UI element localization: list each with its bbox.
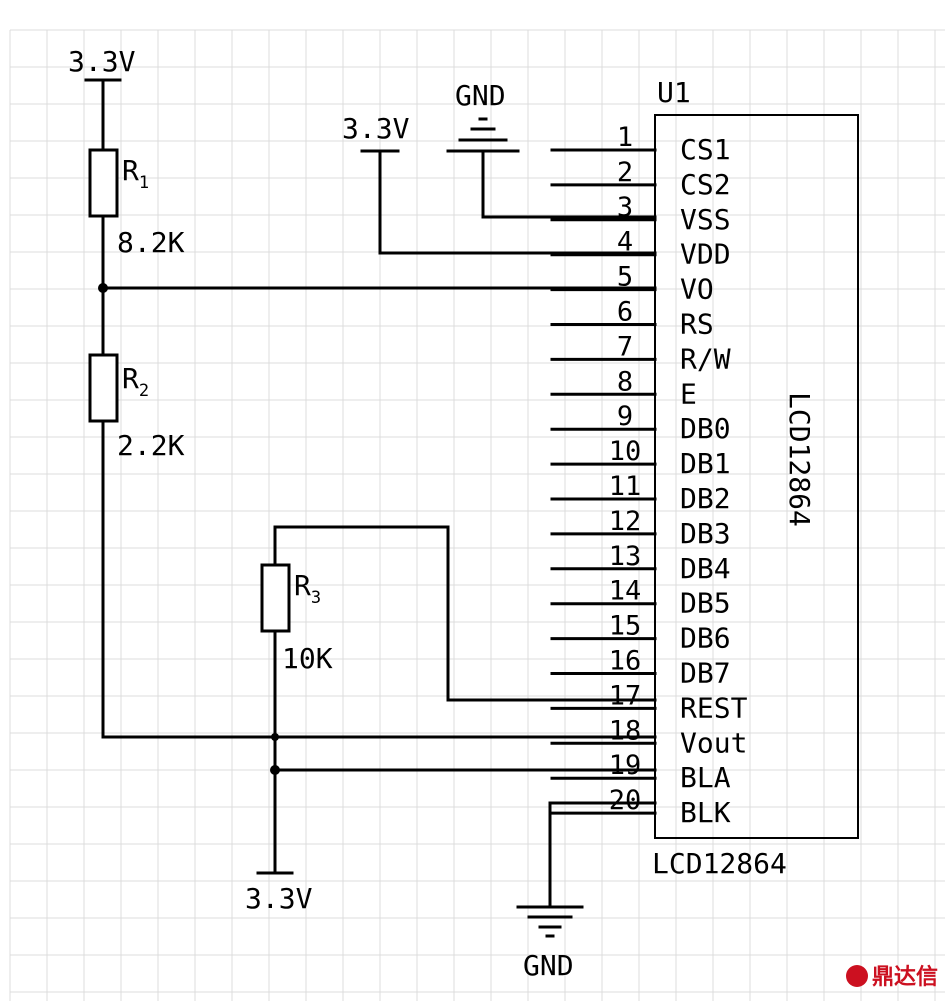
pin-name-11: DB2: [680, 482, 731, 515]
pin-name-9: DB0: [680, 412, 731, 445]
gnd-symbol-top: [446, 117, 520, 153]
pin-name-17: REST: [680, 691, 748, 724]
pin-number-8: 8: [617, 366, 633, 397]
u1-label: U1: [657, 76, 691, 109]
background-grid: [9, 29, 945, 1001]
resistor-r1: [88, 148, 119, 218]
watermark-text: 鼎达信: [872, 964, 938, 990]
r2-value: 2.2K: [117, 429, 185, 462]
pin-number-10: 10: [609, 436, 642, 467]
pin-name-2: CS2: [680, 168, 731, 201]
resistor-r3: [260, 563, 291, 633]
gnd-label-top: GND: [455, 79, 506, 112]
pin-number-4: 4: [617, 227, 633, 258]
pin-name-20: BLK: [680, 796, 731, 829]
r3-value: 10K: [282, 642, 333, 675]
pin-number-2: 2: [617, 157, 633, 188]
gnd-label-bottom: GND: [523, 949, 574, 982]
chip-name-bottom: LCD12864: [652, 847, 787, 880]
r2-designator: R2: [122, 362, 149, 401]
r1-designator: R1: [122, 154, 149, 193]
pin-name-19: BLA: [680, 761, 731, 794]
pin-name-1: CS1: [680, 133, 731, 166]
pin-number-16: 16: [609, 646, 642, 677]
watermark-logo: 鼎达信: [846, 964, 938, 990]
pin-name-8: E: [680, 377, 697, 410]
pin-number-15: 15: [609, 611, 642, 642]
pin-name-14: DB5: [680, 587, 731, 620]
r3-designator: R3: [294, 569, 321, 608]
power-label-bottom: 3.3V: [245, 882, 313, 915]
pin-name-4: VDD: [680, 238, 731, 271]
gnd-symbol-bottom: [516, 905, 584, 938]
pin-number-19: 19: [609, 750, 642, 781]
power-label-top-mid: 3.3V: [342, 112, 410, 145]
pin-name-5: VO: [680, 273, 714, 306]
pin-name-12: DB3: [680, 517, 731, 550]
junction-vout: [271, 733, 279, 741]
power-label-top-left: 3.3V: [68, 45, 136, 78]
pin-number-20: 20: [609, 785, 642, 816]
pin-number-9: 9: [617, 401, 633, 432]
pin-number-7: 7: [617, 331, 633, 362]
watermark-badge-icon: [846, 965, 868, 987]
pin-number-3: 3: [617, 192, 633, 223]
pin-name-10: DB1: [680, 447, 731, 480]
pin-name-3: VSS: [680, 203, 731, 236]
pin-number-5: 5: [617, 262, 633, 293]
pin-number-13: 13: [609, 541, 642, 572]
pin-number-6: 6: [617, 297, 633, 328]
lcd-chip-body: [654, 114, 859, 839]
pin-number-17: 17: [609, 680, 642, 711]
pin-name-16: DB7: [680, 657, 731, 690]
pin-number-12: 12: [609, 506, 642, 537]
pin-name-6: RS: [680, 308, 714, 341]
pin-number-11: 11: [609, 471, 642, 502]
pin-name-18: Vout: [680, 726, 747, 759]
pin-number-18: 18: [609, 715, 642, 746]
pin-name-15: DB6: [680, 622, 731, 655]
pin-name-7: R/W: [680, 342, 731, 375]
r1-value: 8.2K: [117, 226, 185, 259]
resistor-r2: [88, 353, 119, 423]
pin-name-13: DB4: [680, 552, 731, 585]
pin-number-1: 1: [617, 122, 633, 153]
pin-number-14: 14: [609, 576, 642, 607]
chip-name-vertical: LCD12864: [783, 392, 816, 527]
